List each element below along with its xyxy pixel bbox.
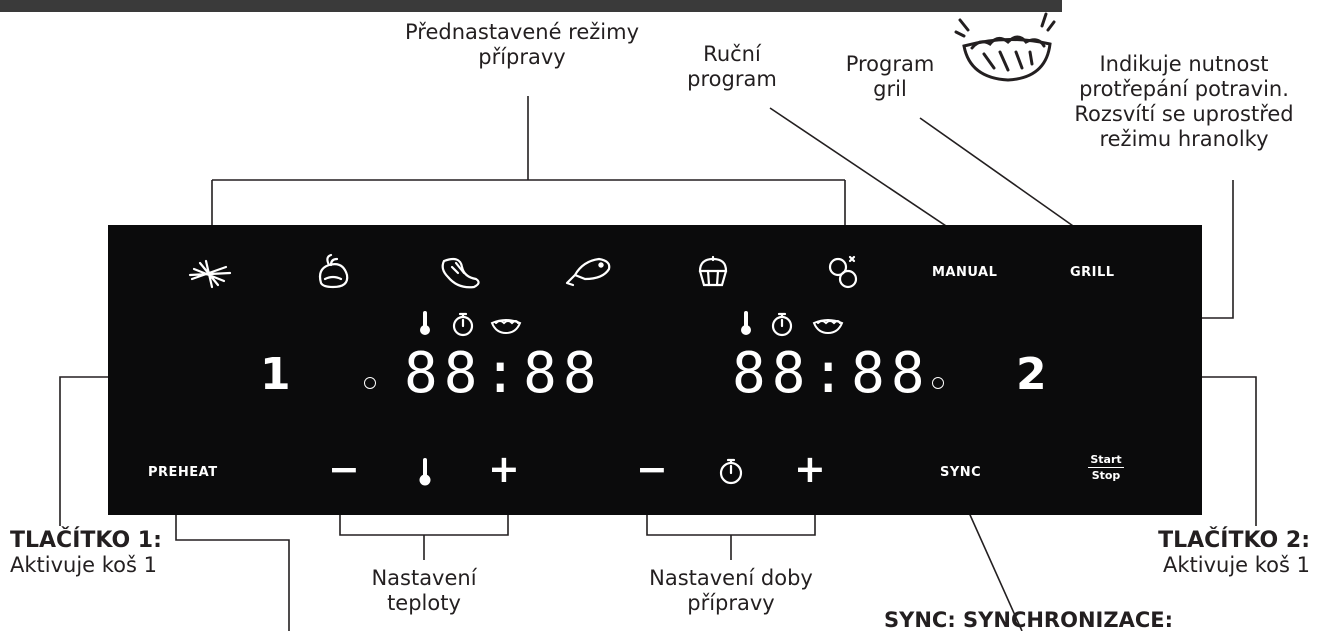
button1-callout: TLAČÍTKO 1: Aktivuje koš 1 <box>10 528 250 578</box>
sync-callout: SYNC: SYNCHRONIZACE: <box>884 608 1304 633</box>
button1-desc: Aktivuje koš 1 <box>10 553 157 577</box>
shake-indicator-callout: Indikuje nutnost protřepání potravin. Ro… <box>1074 52 1294 151</box>
button2-desc: Aktivuje koš 1 <box>1163 553 1310 577</box>
basket1-button[interactable]: 1 <box>260 349 291 400</box>
button2-callout: TLAČÍTKO 2: Aktivuje koš 1 <box>1060 528 1310 578</box>
fish-icon[interactable] <box>563 253 613 289</box>
preheat-button[interactable]: PREHEAT <box>148 465 218 480</box>
sync-callout-title: SYNC <box>884 608 948 632</box>
basket1-display: 88:88 <box>404 341 603 406</box>
steak-icon[interactable] <box>438 253 484 291</box>
basket2-led <box>932 377 944 389</box>
top-bar <box>0 0 1062 12</box>
start-stop-button[interactable]: Start Stop <box>1088 453 1124 482</box>
control-panel: MANUAL GRILL 1 88:88 88:88 2 PREHEAT − <box>108 225 1202 515</box>
time-minus-button[interactable]: − <box>636 447 668 491</box>
stop-label: Stop <box>1091 469 1121 482</box>
start-stop-divider <box>1088 467 1124 468</box>
chicken-icon[interactable] <box>313 253 353 291</box>
thermometer-icon <box>419 458 431 486</box>
vegetables-icon[interactable] <box>826 253 860 291</box>
shake-icon <box>812 319 844 335</box>
fries-icon[interactable] <box>188 257 232 289</box>
thermometer-icon <box>420 311 430 335</box>
basket2-button[interactable]: 2 <box>1016 349 1047 400</box>
grill-program-callout: Program gril <box>845 52 935 101</box>
shaking-basket-icon <box>954 12 1056 82</box>
grill-button[interactable]: GRILL <box>1070 265 1115 280</box>
basket2-display: 88:88 <box>732 341 931 406</box>
timer-icon <box>719 458 743 485</box>
cake-icon[interactable] <box>696 255 730 289</box>
temperature-minus-button[interactable]: − <box>328 447 360 491</box>
timer-icon <box>452 312 474 337</box>
button2-title: TLAČÍTKO 2: <box>1158 528 1310 553</box>
start-label: Start <box>1090 453 1122 466</box>
sync-callout-desc: : SYNCHRONIZACE: <box>947 608 1173 632</box>
temperature-plus-button[interactable]: + <box>488 447 520 491</box>
manual-button[interactable]: MANUAL <box>932 265 998 280</box>
timer-icon <box>771 312 793 337</box>
sync-button[interactable]: SYNC <box>940 465 982 480</box>
shake-icon <box>490 319 522 335</box>
time-setting-callout: Nastavení doby přípravy <box>649 566 813 615</box>
manual-program-callout: Ruční program <box>687 42 777 91</box>
thermometer-icon <box>741 311 751 335</box>
preset-modes-callout: Přednastavené režimy přípravy <box>404 20 640 69</box>
basket1-led <box>364 377 376 389</box>
temperature-setting-callout: Nastavení teploty <box>371 566 477 615</box>
time-plus-button[interactable]: + <box>794 447 826 491</box>
button1-title: TLAČÍTKO 1: <box>10 528 162 553</box>
